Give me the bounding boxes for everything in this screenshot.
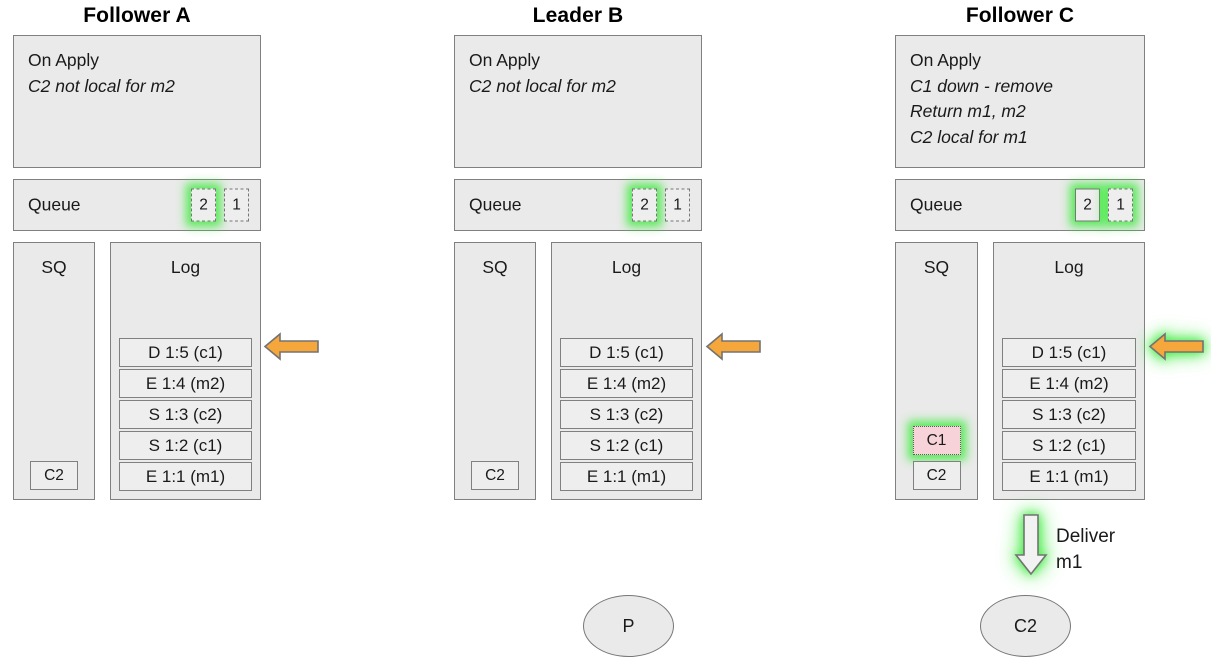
log-entries: D 1:5 (c1) E 1:4 (m2) S 1:3 (c2) S 1:2 (… (119, 338, 252, 491)
log-entry[interactable]: E 1:4 (m2) (119, 369, 252, 398)
log-panel-follower-a: Log D 1:5 (c1) E 1:4 (m2) S 1:3 (c2) S 1… (110, 242, 261, 500)
sq-entry[interactable]: C1 (912, 426, 961, 455)
on-apply-panel-follower-a: On Apply C2 not local for m2 (13, 35, 261, 168)
log-entries: D 1:5 (c1) E 1:4 (m2) S 1:3 (c2) S 1:2 (… (560, 338, 693, 491)
column-title-follower-a: Follower A (83, 4, 191, 27)
sq-entry[interactable]: C2 (912, 461, 961, 490)
log-entries: D 1:5 (c1) E 1:4 (m2) S 1:3 (c2) S 1:2 (… (1002, 338, 1136, 491)
log-entry[interactable]: E 1:1 (m1) (560, 462, 693, 491)
apply-arrow-icon-follower-c (1148, 331, 1205, 362)
on-apply-heading: On Apply (469, 50, 541, 70)
log-label: Log (611, 257, 642, 277)
sq-entry[interactable]: C2 (30, 461, 78, 490)
queue-label: Queue (910, 194, 963, 215)
deliver-arrow-icon (1014, 513, 1048, 576)
queue-slot[interactable]: 2 (632, 188, 657, 222)
log-entry[interactable]: D 1:5 (c1) (119, 338, 252, 367)
queue-panel-leader-b: Queue 2 1 (454, 179, 702, 231)
log-entry[interactable]: S 1:3 (c2) (560, 400, 693, 429)
on-apply-panel-leader-b: On Apply C2 not local for m2 (454, 35, 702, 168)
apply-arrow-icon-follower-a (263, 331, 320, 362)
on-apply-line: Return m1, m2 (910, 101, 1026, 121)
log-entry[interactable]: S 1:3 (c2) (1002, 400, 1136, 429)
sq-entries: C1 C2 (896, 426, 977, 490)
sq-label: SQ (482, 257, 508, 277)
queue-slot[interactable]: 1 (665, 188, 690, 222)
log-entry[interactable]: S 1:3 (c2) (119, 400, 252, 429)
log-label: Log (1054, 257, 1084, 277)
log-entry[interactable]: S 1:2 (c1) (1002, 431, 1136, 460)
sq-panel-leader-b: SQ C2 (454, 242, 536, 500)
queue-label: Queue (469, 194, 522, 215)
log-entry[interactable]: E 1:4 (m2) (560, 369, 693, 398)
apply-arrow-icon-leader-b (705, 331, 762, 362)
queue-slot[interactable]: 2 (1075, 188, 1100, 222)
client-node-p[interactable]: P (583, 595, 674, 657)
log-panel-follower-c: Log D 1:5 (c1) E 1:4 (m2) S 1:3 (c2) S 1… (993, 242, 1145, 500)
queue-panel-follower-c: Queue 2 1 (895, 179, 1145, 231)
queue-slots: 2 1 (1075, 188, 1133, 222)
sq-entries: C2 (455, 461, 535, 490)
queue-slot[interactable]: 1 (224, 188, 249, 222)
sq-entry[interactable]: C2 (471, 461, 519, 490)
column-title-leader-b: Leader B (532, 4, 624, 27)
queue-slot[interactable]: 2 (191, 188, 216, 222)
on-apply-heading: On Apply (28, 50, 100, 70)
log-panel-leader-b: Log D 1:5 (c1) E 1:4 (m2) S 1:3 (c2) S 1… (551, 242, 702, 500)
deliver-label: Deliver m1 (1056, 526, 1116, 573)
queue-slots: 2 1 (632, 188, 690, 222)
queue-slots: 2 1 (191, 188, 249, 222)
log-entry[interactable]: D 1:5 (c1) (1002, 338, 1136, 367)
on-apply-panel-follower-c: On Apply C1 down - remove Return m1, m2 … (895, 35, 1145, 168)
log-entry[interactable]: S 1:2 (c1) (560, 431, 693, 460)
sq-label: SQ (41, 257, 67, 277)
queue-panel-follower-a: Queue 2 1 (13, 179, 261, 231)
on-apply-line: C2 not local for m2 (469, 75, 616, 96)
on-apply-line: C2 local for m1 (910, 126, 1028, 147)
log-entry[interactable]: E 1:1 (m1) (119, 462, 252, 491)
sq-panel-follower-c: SQ C1 C2 (895, 242, 978, 500)
log-entry[interactable]: D 1:5 (c1) (560, 338, 693, 367)
queue-slot[interactable]: 1 (1108, 188, 1133, 222)
on-apply-heading: On Apply (910, 50, 982, 70)
log-entry[interactable]: E 1:4 (m2) (1002, 369, 1136, 398)
sq-panel-follower-a: SQ C2 (13, 242, 95, 500)
column-title-follower-c: Follower C (965, 4, 1075, 27)
on-apply-line: C1 down - remove (910, 75, 1053, 96)
log-label: Log (170, 257, 201, 277)
log-entry[interactable]: E 1:1 (m1) (1002, 462, 1136, 491)
sq-entries: C2 (14, 461, 94, 490)
sq-label: SQ (923, 257, 950, 277)
log-entry[interactable]: S 1:2 (c1) (119, 431, 252, 460)
queue-label: Queue (28, 194, 81, 215)
on-apply-line: C2 not local for m2 (28, 75, 175, 96)
client-node-c2[interactable]: C2 (980, 595, 1071, 657)
